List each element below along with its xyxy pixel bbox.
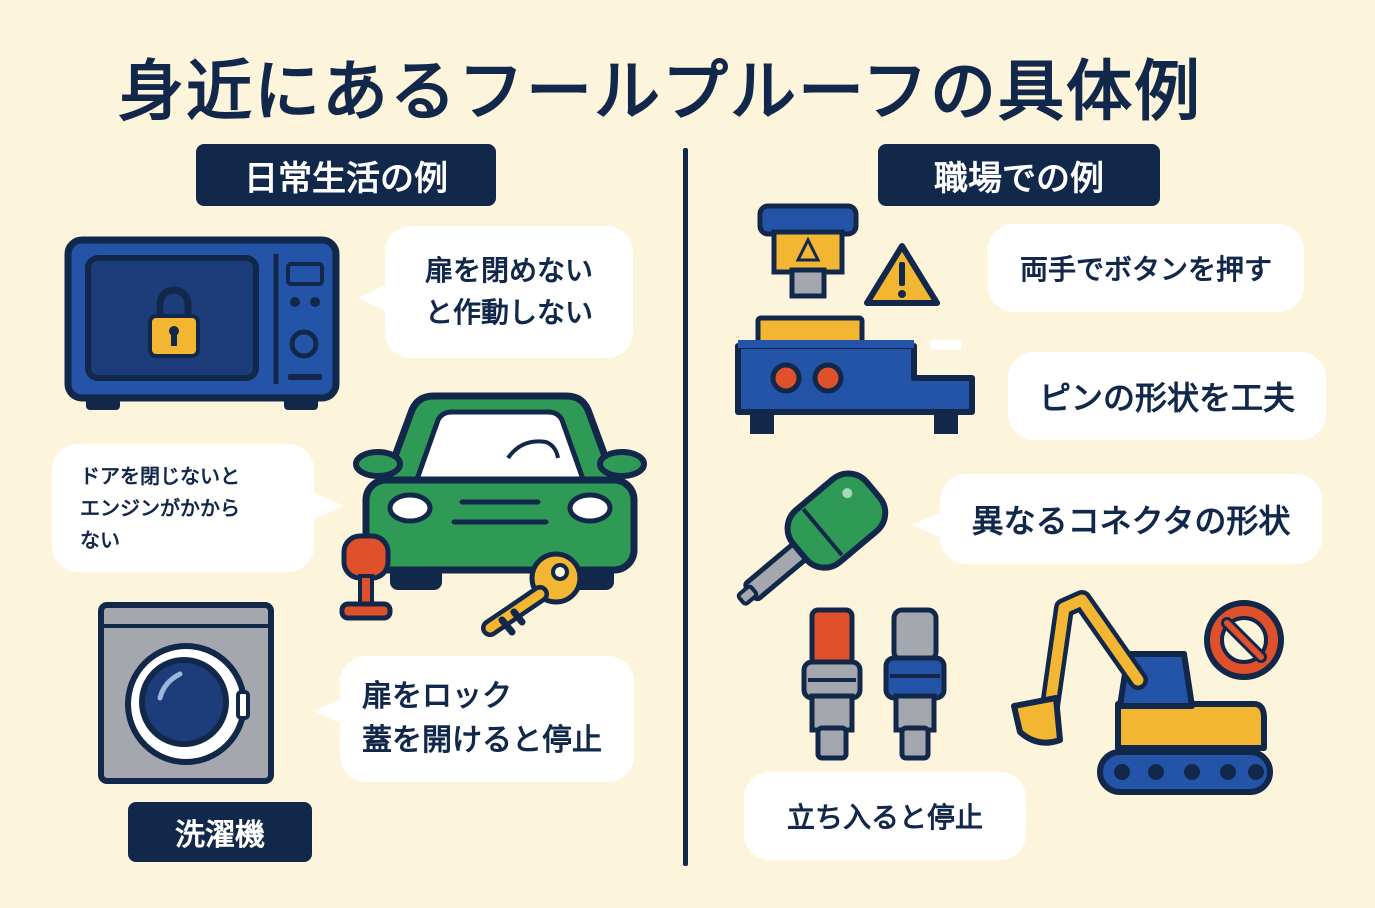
section-label-daily: 日常生活の例 — [196, 144, 496, 206]
speech-bubble-press: 両手でボタンを押す — [988, 224, 1304, 312]
bubble-text-line: ない — [80, 528, 120, 552]
bubble-text-line: 扉を閉めない — [424, 254, 593, 287]
microwave-icon — [64, 236, 340, 410]
speech-bubble-car: ドアを閉じないと エンジンがかから ない — [52, 444, 314, 572]
bubble-tail — [912, 512, 942, 538]
bubble-text-line: 蓋を開けると停止 — [362, 723, 602, 758]
car-icon — [353, 392, 647, 590]
bubble-text-line: ドアを閉じないと — [80, 464, 240, 488]
speech-bubble-pin: ピンの形状を工夫 — [1008, 352, 1326, 440]
bubble-text-line: 異なるコネクタの形状 — [971, 502, 1291, 540]
bubble-text-line: エンジンがかから — [80, 496, 240, 520]
washing-machine-icon — [98, 602, 274, 784]
bubble-text-line: 立ち入ると停止 — [786, 801, 983, 834]
speech-bubble-excavator: 立ち入ると停止 — [744, 772, 1026, 860]
red-connector-icon — [801, 607, 863, 761]
bubble-text-line: と作動しない — [424, 296, 593, 329]
speech-bubble-connector: 異なるコネクタの形状 — [940, 474, 1322, 564]
bubble-tail — [312, 492, 344, 520]
press-machine-icon — [735, 203, 975, 434]
bubble-text-line: ピンの形状を工夫 — [1038, 379, 1295, 417]
bubble-tail — [358, 284, 388, 312]
prohibited-icon — [1204, 600, 1284, 680]
section-label-workplace: 職場での例 — [878, 144, 1160, 206]
washer-label: 洗濯機 — [128, 802, 312, 862]
bubble-text-line: 両手でボタンを押す — [1019, 253, 1272, 286]
bubble-text-line: 扉をロック — [362, 679, 512, 714]
car-key-icon — [481, 551, 583, 637]
speech-bubble-microwave: 扉を閉めない と作動しない — [385, 226, 633, 358]
excavator-icon — [1011, 590, 1273, 795]
padlock-icon — [148, 286, 200, 358]
page-title: 身近にあるフールプルーフの具体例 — [117, 53, 1203, 130]
connector-plug-icon — [736, 470, 889, 606]
center-divider — [683, 148, 688, 866]
warning-icon — [864, 243, 940, 306]
blue-connector-icon — [883, 607, 947, 761]
red-knob-icon — [339, 533, 393, 621]
bubble-tail — [314, 698, 342, 724]
speech-bubble-washer: 扉をロック 蓋を開けると停止 — [340, 656, 634, 782]
